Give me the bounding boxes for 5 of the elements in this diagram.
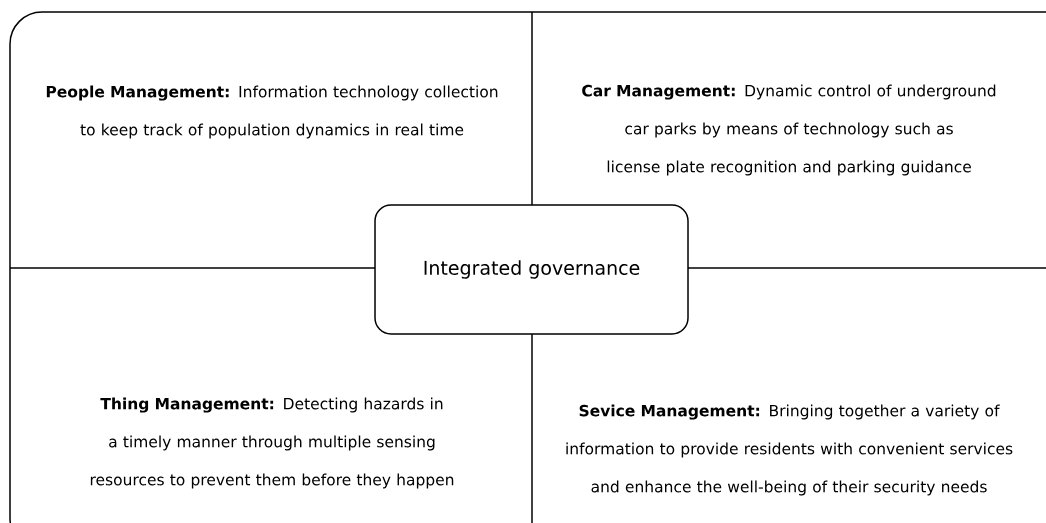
- description-text: People Management: Information technology collection to keep track of population dynamics in real time: [46, 85, 498, 139]
- description-text: Sevice Management: Bringing together a variety of information to provide residents with convenient services and enhance the well-being of their security needs: [566, 404, 1013, 496]
- description-text: Thing Management: Detecting hazards in a timely manner through multiple sensing resources to prevent them before they happen: [90, 397, 454, 489]
- center-box: Integrated governance: [374, 204, 689, 335]
- description-text: Car Management: Dynamic control of underground car parks by means of technology such as license plate recognition and parking guidance: [582, 84, 996, 176]
